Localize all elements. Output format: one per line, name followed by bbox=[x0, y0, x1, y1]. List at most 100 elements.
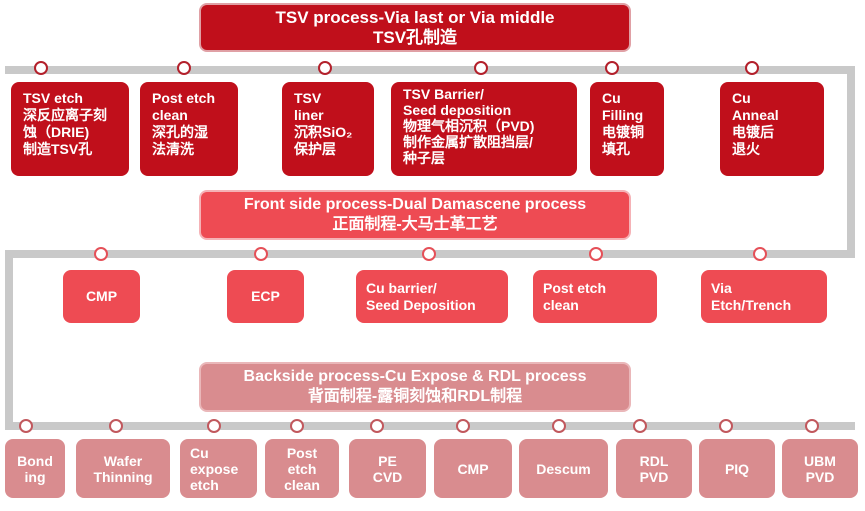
step-line: Cu bbox=[732, 90, 751, 106]
step-line: 深孔的湿 bbox=[152, 124, 208, 140]
stage2-node-1 bbox=[94, 247, 108, 261]
step-line: PVD bbox=[639, 468, 669, 485]
stage1-step-post-etch-clean: Post etch clean 深孔的湿 法清洗 bbox=[140, 82, 238, 176]
stage3-title-box: Backside process-Cu Expose & RDL process… bbox=[199, 362, 631, 412]
step-line: liner bbox=[294, 107, 324, 123]
stage3-step-pe-cvd: PE CVD bbox=[349, 439, 426, 498]
step-line: Bond bbox=[17, 452, 53, 469]
step-line: Seed deposition bbox=[403, 102, 512, 118]
step-line: Cu bbox=[190, 444, 209, 461]
stage3-title-zh: 背面制程-露铜刻蚀和RDL制程 bbox=[307, 388, 523, 405]
stage1-step-cu-anneal: Cu Anneal 电镀后 退火 bbox=[720, 82, 824, 176]
stage3-step-wafer-thinning: Wafer Thinning bbox=[76, 439, 170, 498]
stage3-node-1 bbox=[19, 419, 33, 433]
step-line: PIQ bbox=[724, 460, 750, 477]
step-line: Seed Deposition bbox=[366, 296, 476, 313]
stage1-node-4 bbox=[474, 61, 488, 75]
stage3-node-5 bbox=[370, 419, 384, 433]
step-line: Descum bbox=[536, 460, 591, 477]
step-line: clean bbox=[284, 476, 320, 493]
step-line: Thinning bbox=[93, 468, 153, 485]
step-line: TSV Barrier/ bbox=[403, 86, 484, 102]
step-line: TSV etch bbox=[23, 90, 83, 106]
step-line: 种子层 bbox=[403, 150, 445, 166]
step-line: ing bbox=[24, 468, 46, 485]
stage3-node-9 bbox=[719, 419, 733, 433]
stage3-step-ubm-pvd: UBM PVD bbox=[782, 439, 858, 498]
step-line: Filling bbox=[602, 107, 644, 123]
stage1-node-6 bbox=[745, 61, 759, 75]
step-line: clean bbox=[543, 296, 579, 313]
stage1-node-3 bbox=[318, 61, 332, 75]
rail-left-lower bbox=[5, 250, 13, 430]
step-line: etch bbox=[287, 460, 317, 477]
step-line: 电镀铜 bbox=[602, 124, 644, 140]
rail-bottom bbox=[5, 422, 855, 430]
step-line: 蚀（DRIE) bbox=[23, 124, 90, 140]
step-line: UBM bbox=[804, 452, 836, 469]
stage1-step-barrier-seed: TSV Barrier/ Seed deposition 物理气相沉积（PVD)… bbox=[391, 82, 577, 176]
step-line: Post bbox=[286, 444, 318, 461]
stage1-step-cu-filling: Cu Filling 电镀铜 填孔 bbox=[590, 82, 664, 176]
step-line: 制造TSV孔 bbox=[23, 141, 93, 157]
stage3-step-cmp: CMP bbox=[434, 439, 512, 498]
stage3-step-bonding: Bond ing bbox=[5, 439, 65, 498]
stage1-step-tsv-etch: TSV etch 深反应离子刻 蚀（DRIE) 制造TSV孔 bbox=[11, 82, 129, 176]
step-line: PVD bbox=[805, 468, 835, 485]
step-line: 物理气相沉积（PVD) bbox=[403, 118, 535, 134]
stage3-node-10 bbox=[805, 419, 819, 433]
stage3-step-rdl-pvd: RDL PVD bbox=[616, 439, 692, 498]
step-line: 电镀后 bbox=[732, 124, 774, 140]
stage1-title-zh: TSV孔制造 bbox=[372, 27, 458, 47]
stage3-title-en: Backside process-Cu Expose & RDL process bbox=[243, 368, 587, 385]
step-line: Etch/Trench bbox=[711, 296, 792, 313]
stage2-step-post-etch-clean: Post etch clean bbox=[533, 270, 657, 323]
stage1-node-1 bbox=[34, 61, 48, 75]
stage3-node-6 bbox=[456, 419, 470, 433]
stage3-node-4 bbox=[290, 419, 304, 433]
stage2-title-zh: 正面制程-大马士革工艺 bbox=[332, 216, 498, 233]
step-line: 保护层 bbox=[294, 141, 336, 157]
stage3-node-8 bbox=[633, 419, 647, 433]
step-line: Anneal bbox=[732, 107, 779, 123]
stage2-node-5 bbox=[753, 247, 767, 261]
stage2-title-en: Front side process-Dual Damascene proces… bbox=[243, 196, 587, 213]
stage3-step-post-etch-clean: Post etch clean bbox=[265, 439, 339, 498]
stage3-node-3 bbox=[207, 419, 221, 433]
stage1-title-en: TSV process-Via last or Via middle bbox=[275, 7, 555, 27]
step-line: 法清洗 bbox=[152, 141, 194, 157]
stage1-node-5 bbox=[605, 61, 619, 75]
stage2-step-ecp: ECP bbox=[227, 270, 304, 323]
stage2-step-via-etch-trench: Via Etch/Trench bbox=[701, 270, 827, 323]
stage1-node-2 bbox=[177, 61, 191, 75]
step-line: PE bbox=[378, 452, 397, 469]
step-line: Post etch bbox=[152, 90, 216, 106]
stage3-step-piq: PIQ bbox=[699, 439, 775, 498]
stage3-node-2 bbox=[109, 419, 123, 433]
step-line: RDL bbox=[639, 452, 669, 469]
step-line: 沉积SiO₂ bbox=[294, 124, 353, 140]
stage1-step-tsv-liner: TSV liner 沉积SiO₂ 保护层 bbox=[282, 82, 374, 176]
rail-top bbox=[5, 66, 855, 74]
step-line: Cu bbox=[602, 90, 621, 106]
stage1-title-box: TSV process-Via last or Via middle TSV孔制… bbox=[199, 3, 631, 52]
stage3-node-7 bbox=[552, 419, 566, 433]
stage2-node-3 bbox=[422, 247, 436, 261]
stage2-node-2 bbox=[254, 247, 268, 261]
step-line: TSV bbox=[294, 90, 322, 106]
step-line: CMP bbox=[457, 460, 489, 477]
rail-right-upper bbox=[847, 66, 855, 254]
step-line: Wafer bbox=[103, 452, 143, 469]
step-line: Cu barrier/ bbox=[366, 279, 437, 296]
step-line: ECP bbox=[251, 288, 280, 304]
step-line: CMP bbox=[85, 288, 118, 304]
stage3-step-descum: Descum bbox=[519, 439, 608, 498]
stage3-step-cu-expose-etch: Cu expose etch bbox=[180, 439, 257, 498]
step-line: clean bbox=[152, 107, 188, 123]
stage2-step-cmp: CMP bbox=[63, 270, 140, 323]
step-line: Post etch bbox=[543, 279, 607, 296]
step-line: CVD bbox=[372, 468, 403, 485]
step-line: Via bbox=[711, 279, 732, 296]
stage2-title-box: Front side process-Dual Damascene proces… bbox=[199, 190, 631, 240]
stage2-node-4 bbox=[589, 247, 603, 261]
